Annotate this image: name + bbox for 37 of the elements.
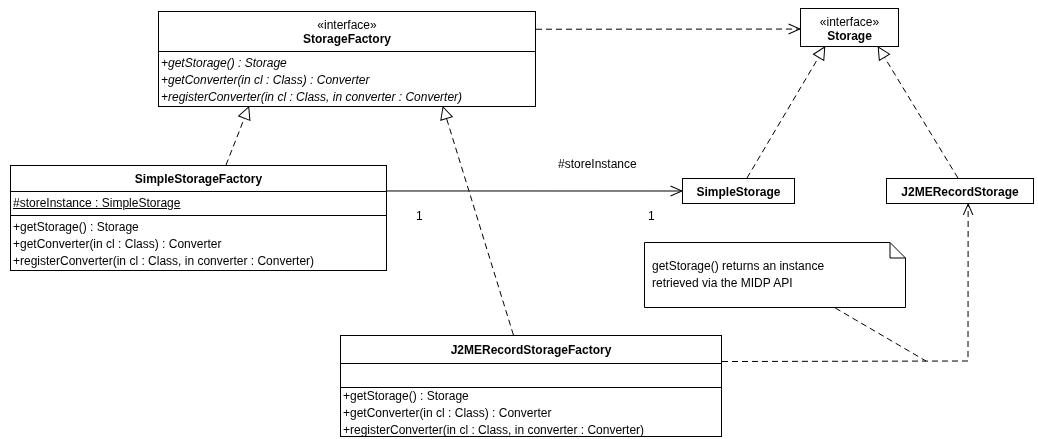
method-label: +registerConverter(in cl : Class, in converter : Converter): [343, 421, 646, 439]
method-label: +getConverter(in cl : Class) : Converter: [13, 235, 223, 253]
method-label: +getStorage() : Storage: [161, 54, 288, 72]
class-name: J2MERecordStorage: [901, 185, 1019, 199]
method-label: +registerConverter(in cl : Class, in converter : Converter): [13, 252, 316, 270]
class-name: StorageFactory: [303, 31, 391, 46]
note-connector: [834, 307, 927, 362]
realization-arrow: [440, 106, 514, 336]
class-box: [10, 165, 387, 271]
class-name: SimpleStorageFactory: [134, 171, 263, 186]
interface-box: [158, 11, 536, 107]
edge-label: #storeInstance: [558, 157, 637, 171]
dependency-arrow: [535, 23, 801, 35]
method-label: +getStorage() : Storage: [13, 218, 140, 236]
method-label: +getConverter(in cl : Class) : Converter: [343, 404, 553, 422]
dependency-arrow: [721, 203, 974, 362]
class-box: [682, 178, 795, 204]
method-label: +registerConverter(in cl : Class, in converter : Converter): [161, 88, 464, 106]
class-name: J2MERecordStorageFactory: [450, 342, 612, 357]
class-name: SimpleStorage: [696, 185, 781, 199]
note-box: [644, 242, 906, 308]
class-name: Storage: [827, 28, 872, 43]
multiplicity-label: 1: [648, 209, 655, 223]
interface-box: [800, 8, 899, 47]
stereotype-label: «interface»: [819, 14, 880, 29]
realization-arrow: [746, 46, 826, 179]
class-box: [886, 178, 1034, 204]
method-label: +getStorage() : Storage: [343, 387, 470, 405]
method-label: +getConverter(in cl : Class) : Converter: [161, 71, 371, 89]
realization-arrow: [225, 106, 251, 166]
attribute-label: #storeInstance : SimpleStorage: [13, 195, 182, 212]
stereotype-label: «interface»: [317, 17, 377, 32]
class-box: [340, 335, 722, 437]
note-text: getStorage() returns an instance retrieved via the MIDP API: [652, 258, 826, 292]
multiplicity-label: 1: [416, 209, 423, 223]
realization-arrow: [877, 46, 959, 179]
association-arrow: [386, 185, 683, 197]
